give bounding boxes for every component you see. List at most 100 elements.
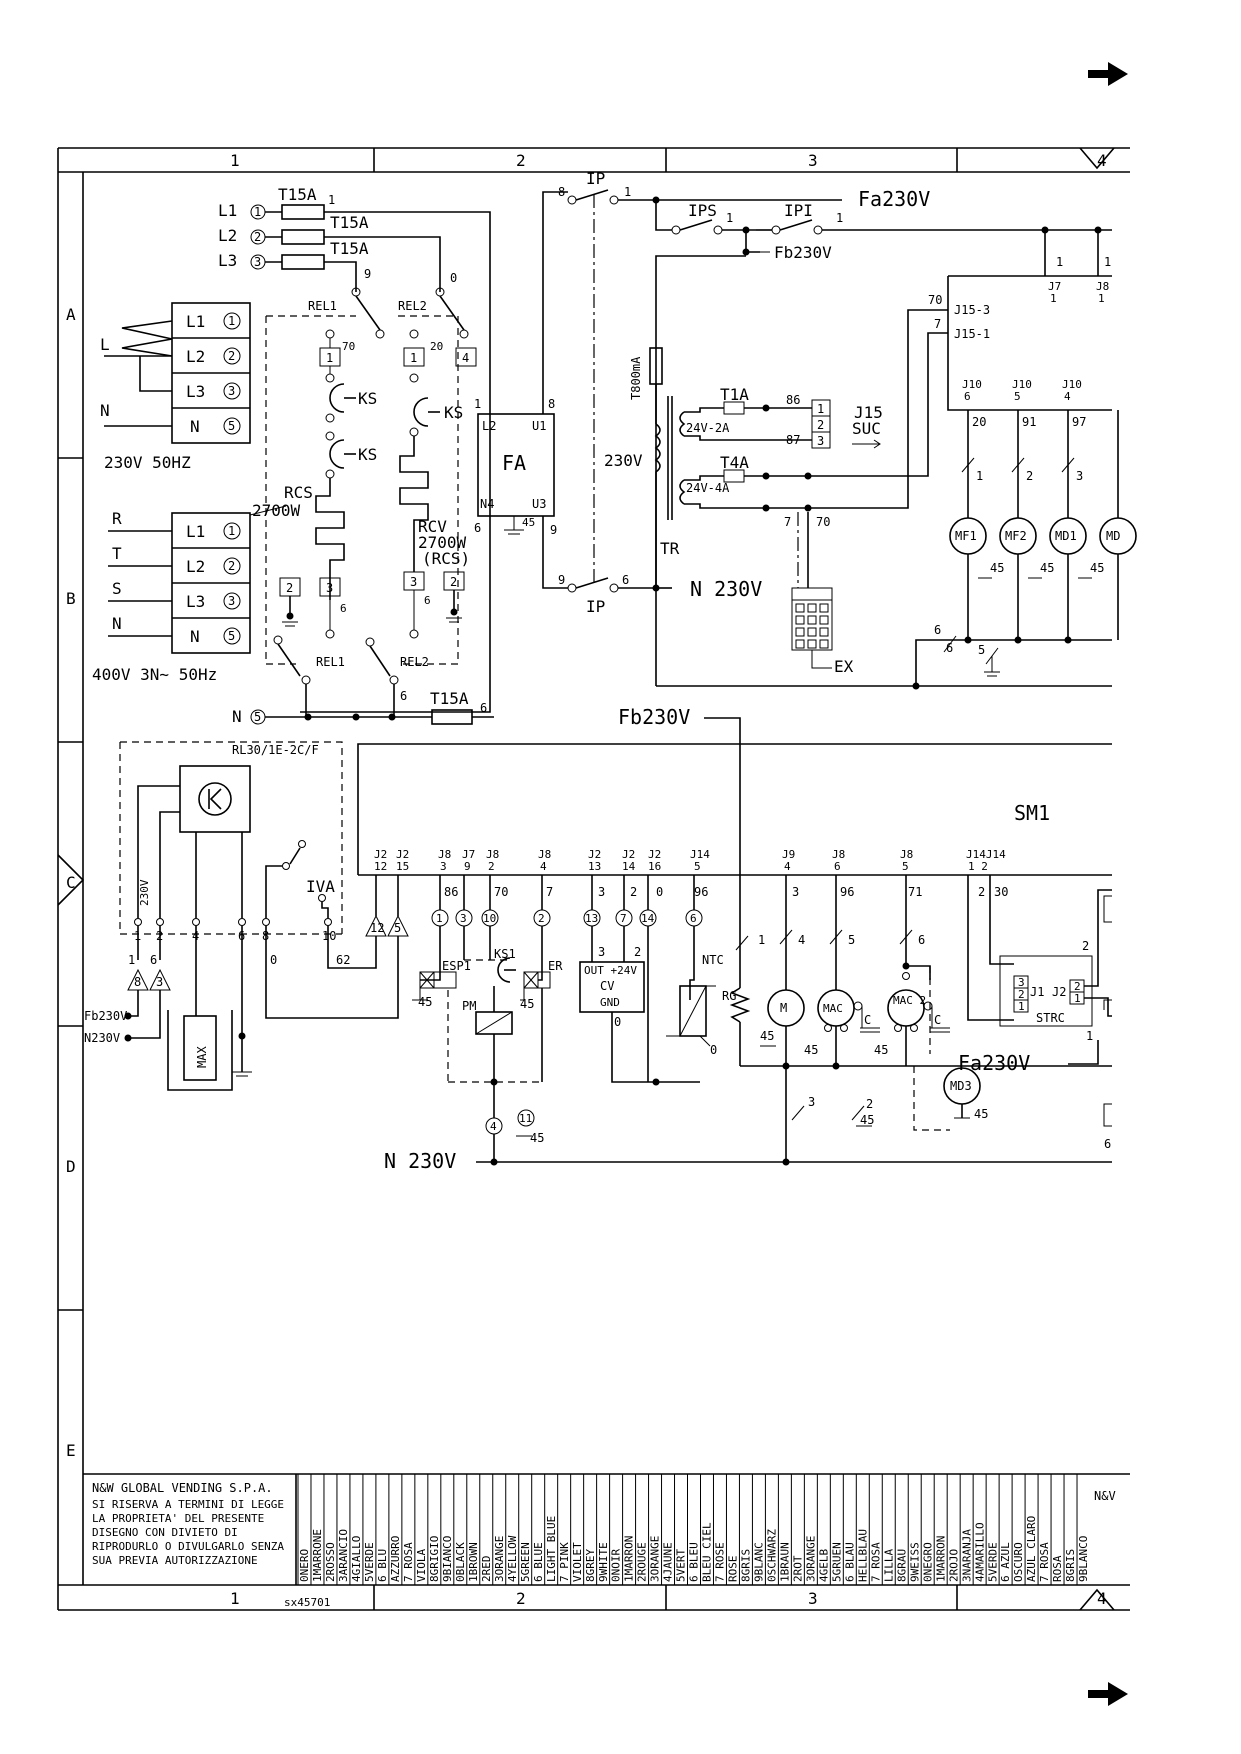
copyright-notice: SI RISERVA A TERMINI DI LEGGE <box>92 1498 284 1511</box>
svg-text:7: 7 <box>620 912 627 925</box>
svg-text:U3: U3 <box>532 497 546 511</box>
svg-text:1 2: 1 2 <box>968 860 988 873</box>
svg-text:6: 6 <box>480 701 487 715</box>
color-code-entry: 9BLANC <box>753 1542 766 1582</box>
svg-text:1: 1 <box>128 953 135 967</box>
phase-number: 2 <box>254 230 261 244</box>
grid-row-label: C <box>66 873 76 892</box>
color-code-entry: 5VERDE <box>363 1542 376 1582</box>
color-code-entry: 1BROWN <box>467 1542 480 1582</box>
svg-text:45: 45 <box>1090 561 1104 575</box>
svg-text:7: 7 <box>784 515 791 529</box>
valve-label: ER <box>548 959 563 973</box>
connector-label: J15-1 <box>954 327 990 341</box>
strc-label: STRC <box>1036 1011 1065 1025</box>
svg-text:IP: IP <box>586 597 605 616</box>
grid-column-label: 3 <box>808 151 818 170</box>
svg-text:230V: 230V <box>604 451 643 470</box>
svg-text:45: 45 <box>990 561 1004 575</box>
svg-text:1: 1 <box>758 933 765 947</box>
color-code-entry: 7 PINK <box>558 1542 571 1582</box>
grid-row-label: B <box>66 589 76 608</box>
heater-relays: REL1 REL2 1 70 KS KS 1 4 20 KS RCS 2 <box>252 287 481 717</box>
svg-text:24V-2A: 24V-2A <box>686 421 730 435</box>
svg-text:6: 6 <box>150 953 157 967</box>
svg-text:8: 8 <box>558 185 565 199</box>
title-block: N&W GLOBAL VENDING S.P.A. SI RISERVA A T… <box>83 1473 1130 1609</box>
svg-text:N: N <box>190 627 200 646</box>
board-label: SM1 <box>1014 801 1050 825</box>
svg-text:4: 4 <box>462 351 469 365</box>
grid-column-label: 2 <box>516 1589 526 1608</box>
color-code-entry: 7 ROSA <box>869 1542 882 1582</box>
heater-power: 2700W <box>252 501 301 520</box>
heater-power: 2700W <box>418 533 467 552</box>
supply-label: Fb230V <box>618 705 690 729</box>
color-code-entry: 0SCHWARZ <box>766 1529 779 1582</box>
svg-text:DISEGNO CON DIVIETO DI: DISEGNO CON DIVIETO DI <box>92 1526 238 1539</box>
svg-text:86: 86 <box>444 885 458 899</box>
relay-module-rl30: RL30/1E-2C/F 230V 1 2 4 6 8 10 IVA 1 6 0… <box>84 741 409 1091</box>
svg-text:5: 5 <box>902 860 909 873</box>
svg-text:70: 70 <box>928 293 942 307</box>
terminal-label: L1 <box>186 312 205 331</box>
color-code-entry: 8GRIS <box>740 1549 753 1582</box>
svg-text:L2: L2 <box>482 419 496 433</box>
svg-text:5: 5 <box>228 629 235 643</box>
svg-text:15: 15 <box>396 860 409 873</box>
svg-text:12: 12 <box>370 921 384 935</box>
svg-text:86: 86 <box>786 393 800 407</box>
board-sm1: Fb230V SM1 <box>357 705 1112 982</box>
svg-text:3: 3 <box>460 912 467 925</box>
wire-number: 1 <box>328 193 335 207</box>
motor-label: M <box>780 1001 787 1015</box>
color-code-entry: 1MARRONE <box>311 1529 324 1582</box>
svg-text:1: 1 <box>228 314 235 328</box>
grid-column-label: 4 <box>1097 151 1107 170</box>
svg-text:45: 45 <box>530 1131 544 1145</box>
svg-text:J10: J10 <box>962 378 982 391</box>
color-code-entry: 0NEGRO <box>921 1542 934 1582</box>
svg-text:6: 6 <box>690 912 697 925</box>
svg-text:J14: J14 <box>690 848 710 861</box>
svg-text:3: 3 <box>326 581 333 595</box>
supply-label: Fb230V <box>84 1009 127 1023</box>
svg-text:70: 70 <box>342 340 355 353</box>
svg-text:J8: J8 <box>438 848 451 861</box>
terminal-label: L3 <box>186 382 205 401</box>
control-board-right: 1 1 J7 1 J8 1 J15-3 J15-1 70 7 J10 6 J10… <box>656 230 1137 690</box>
svg-text:6: 6 <box>834 860 841 873</box>
svg-text:4: 4 <box>1064 390 1071 403</box>
svg-text:2: 2 <box>1018 988 1025 1001</box>
module-label: RL30/1E-2C/F <box>232 743 319 757</box>
svg-text:2: 2 <box>630 885 637 899</box>
company-logo: N&V <box>1094 1489 1116 1503</box>
color-code-entry: 3ORANGE <box>493 1536 506 1582</box>
svg-text:8: 8 <box>548 397 555 411</box>
fuse-icon <box>281 229 325 245</box>
svg-text:1: 1 <box>1018 1000 1025 1013</box>
arrow-right-icon[interactable] <box>1088 1682 1128 1706</box>
svg-text:1: 1 <box>817 402 824 416</box>
motor-label: MAC <box>823 1002 843 1015</box>
color-code-entry: 3ORANGE <box>649 1536 662 1582</box>
svg-text:J2: J2 <box>588 848 601 861</box>
svg-text:C: C <box>864 1013 871 1027</box>
svg-text:1: 1 <box>836 211 843 225</box>
svg-text:3: 3 <box>817 434 824 448</box>
color-code-entry: 2ROUGE <box>636 1542 649 1582</box>
supply-label: N 230V <box>384 1149 456 1173</box>
svg-text:1: 1 <box>474 397 481 411</box>
svg-text:2: 2 <box>286 581 293 595</box>
arrow-right-icon[interactable] <box>1088 62 1128 86</box>
color-code-entry: BLEU CIEL <box>701 1522 714 1582</box>
phase-label: L3 <box>218 251 237 270</box>
ks-label: KS <box>358 445 377 464</box>
motor-label: MAC 2 <box>893 994 926 1007</box>
svg-text:13: 13 <box>585 912 598 925</box>
sm1-loads: 1 3 10 2 13 7 14 6 ESP1 45 KS1 PM ER 45 <box>384 875 1112 1173</box>
svg-text:J8: J8 <box>486 848 499 861</box>
heater-note: (RCS) <box>422 549 470 568</box>
